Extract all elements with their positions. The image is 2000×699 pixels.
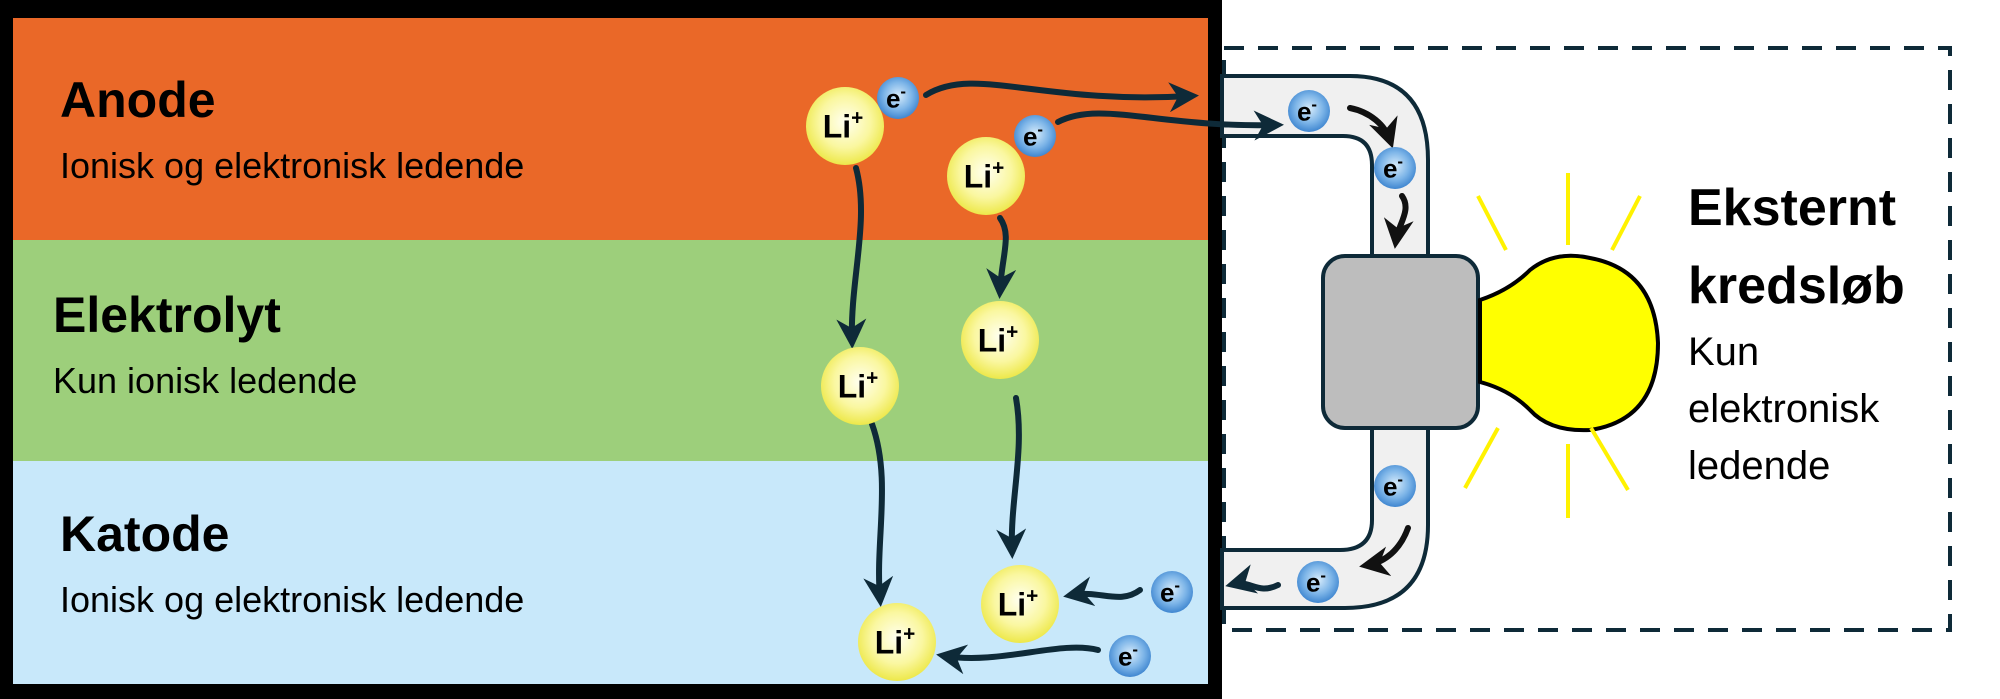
lithium-ion: Li+ [858,603,936,681]
electron: e- [877,77,919,119]
electron: e- [1109,635,1151,677]
arrow-wire-3 [1359,525,1411,577]
electron: e- [1288,90,1330,132]
lithium-ion-circle [981,565,1059,643]
arrow-electron-2 [1055,110,1284,141]
lithium-ion-circle [858,603,936,681]
electron-circle [1109,635,1151,677]
lithium-ion: Li+ [806,87,884,165]
electron: e- [1151,571,1193,613]
electron: e- [1374,465,1416,507]
arrow-electron-4 [936,644,1101,675]
light-rays [1463,173,1642,518]
electron-circle [877,77,919,119]
arrow-electron-3 [1063,576,1143,607]
cathode-title: Katode [60,506,229,562]
electron-circle [1014,115,1056,157]
external-circuit-title-line1: Eksternt [1688,179,1896,237]
electrolyte-subtitle: Kun ionisk ledende [53,360,357,401]
electron: e- [1297,561,1339,603]
arrow-li-4 [996,395,1027,559]
lithium-ion: Li+ [981,565,1059,643]
external-circuit-title-line2: kredsløb [1688,257,1905,315]
wire-arrows [1347,105,1414,577]
electron: e- [1014,115,1056,157]
arrow-li-1 [836,165,867,349]
arrow-wire-1 [1347,105,1398,149]
cathode-subtitle: Ionisk og elektronisk ledende [60,579,524,620]
arrow-li-3 [863,421,894,607]
anode-title: Anode [60,72,216,128]
particles: Li+Li+Li+Li+Li+Li+e-e-e-e-e-e-e-e- [806,77,1416,681]
lithium-ion-circle [821,347,899,425]
electron-circle [1374,147,1416,189]
anode-subtitle: Ionisk og elektronisk ledende [60,145,524,186]
electron-circle [1288,90,1330,132]
electron-circle [1374,465,1416,507]
external-circuit-sub-line1: Kun [1688,330,1759,374]
flow-arrows [836,80,1284,675]
lithium-ion-circle [961,301,1039,379]
arrow-li-2 [986,215,1017,299]
lithium-ion: Li+ [961,301,1039,379]
lithium-ion: Li+ [821,347,899,425]
external-circuit-sub-line2: elektronisk [1688,387,1880,431]
lithium-ion-label: Li+ [875,623,916,661]
lithium-ion-circle [806,87,884,165]
external-circuit-sub-line3: ledende [1688,444,1830,488]
electron-circle [1151,571,1193,613]
light-bulb-icon [1478,253,1661,433]
load-box [1321,254,1480,430]
lithium-ion-circle [947,137,1025,215]
arrow-electron-5 [1225,564,1281,594]
arrow-wire-2 [1383,193,1414,249]
arrow-electron-1 [923,80,1199,113]
electron-circle [1297,561,1339,603]
external-circuit-boundary [1222,46,1952,632]
lithium-ion: Li+ [947,137,1025,215]
electron: e- [1374,147,1416,189]
electrolyte-title: Elektrolyt [53,287,281,343]
